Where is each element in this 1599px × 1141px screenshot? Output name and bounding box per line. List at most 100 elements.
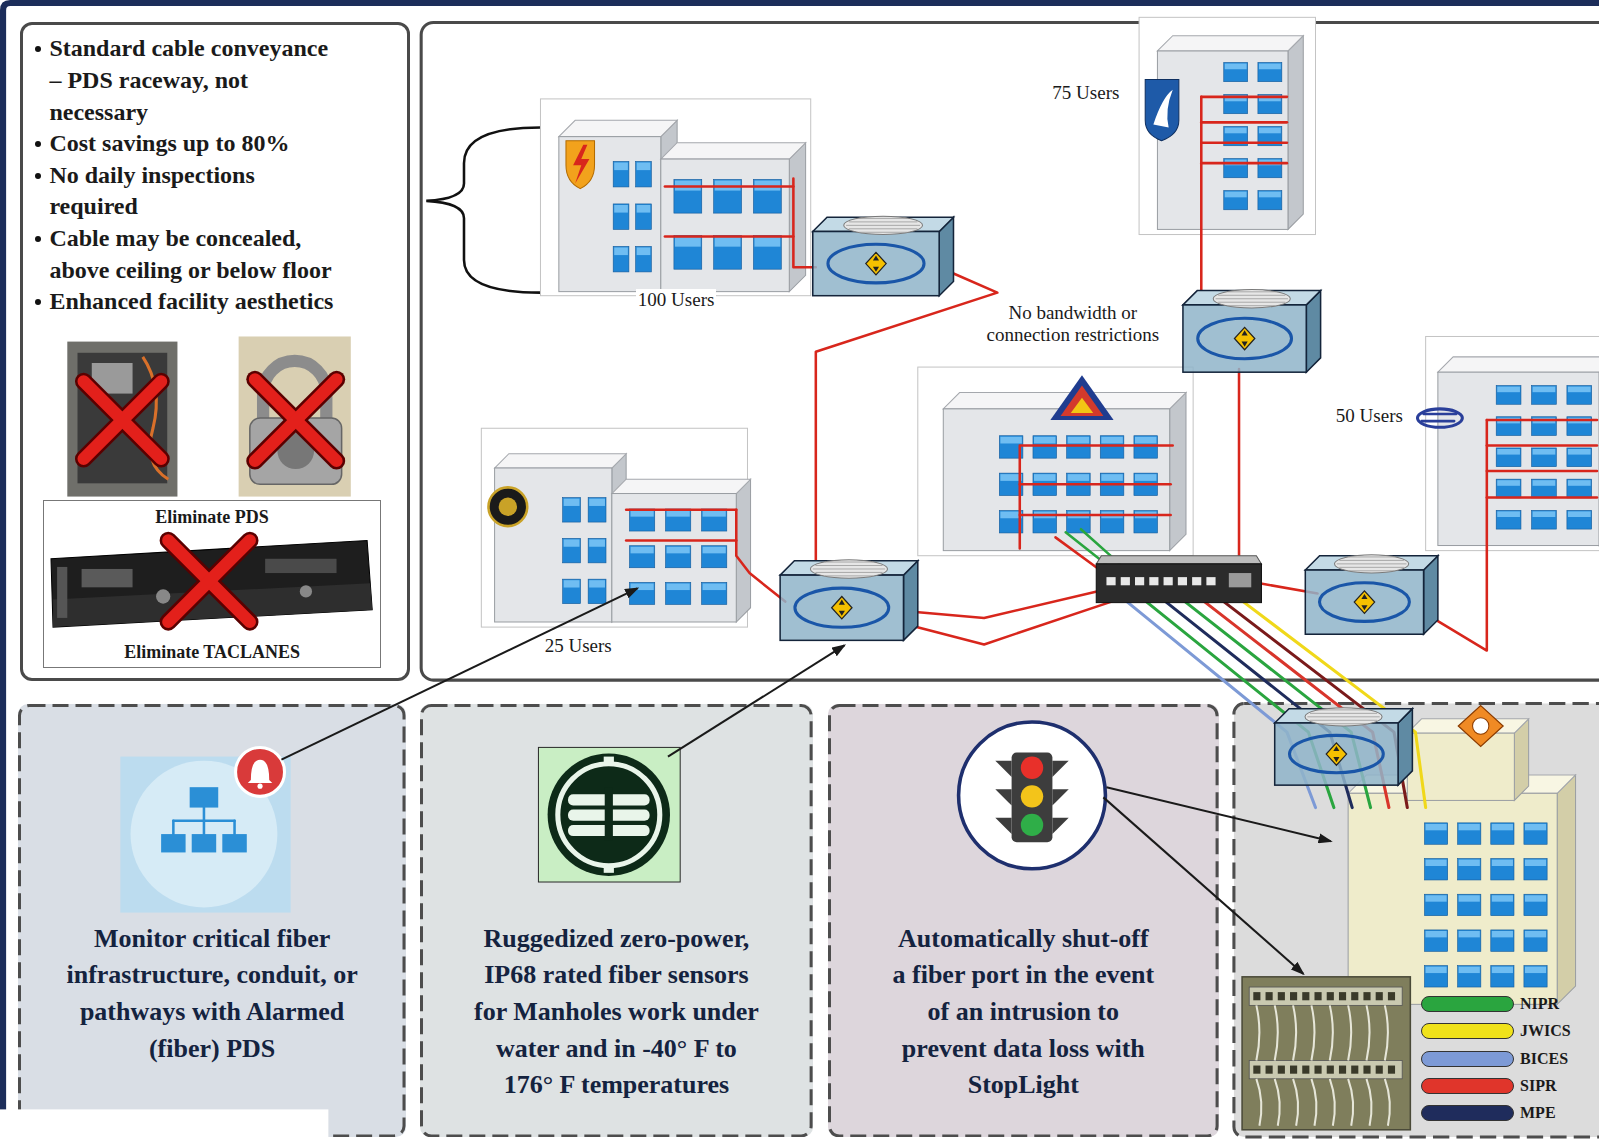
building	[540, 99, 810, 296]
patch-panel	[1376, 1066, 1383, 1074]
network-switch	[1106, 577, 1115, 585]
patch-panel	[1351, 992, 1358, 1000]
building	[563, 538, 581, 562]
taclane-photo	[265, 559, 336, 573]
manhole	[839, 600, 845, 605]
patch-panel	[1302, 1066, 1309, 1074]
building	[703, 583, 726, 590]
network-switch	[1149, 577, 1158, 585]
legend-label: SIPR	[1520, 1077, 1556, 1095]
device-photo	[84, 381, 162, 458]
patch-panel	[1278, 992, 1285, 1000]
building	[1524, 966, 1547, 987]
building	[1459, 931, 1480, 937]
leader-arrow	[668, 645, 844, 756]
fiber-wire	[1487, 444, 1597, 447]
manhole	[849, 221, 917, 222]
building	[1100, 436, 1124, 458]
building	[1568, 480, 1591, 486]
building	[1068, 474, 1090, 481]
fiber-wire	[626, 97, 1597, 651]
building	[630, 509, 655, 531]
padlock-photo	[255, 379, 337, 461]
feature-text: Ruggedized zero-power, IP68 rated fiber …	[469, 921, 764, 1105]
manhole	[1305, 708, 1382, 726]
building	[1426, 967, 1447, 973]
unit-logo	[488, 487, 527, 526]
text-area: Standard cable conveyance – PDS raceway,…	[49, 33, 341, 317]
building	[1491, 823, 1514, 844]
building	[1567, 386, 1592, 405]
user-count: 25 Users	[543, 635, 614, 657]
taclane-photo	[51, 540, 372, 627]
sensor-icon	[558, 764, 660, 866]
building	[1567, 479, 1592, 498]
stoplight-icon	[1012, 753, 1053, 843]
building	[667, 547, 690, 554]
fiber-wire	[1201, 162, 1287, 165]
building	[563, 579, 581, 603]
building	[1458, 930, 1481, 951]
building	[1157, 51, 1288, 229]
manhole	[1228, 305, 1275, 306]
building	[1496, 448, 1521, 467]
fiber-wire	[1201, 121, 1287, 124]
manhole	[832, 597, 852, 619]
manhole	[839, 611, 845, 616]
alarm-icon	[192, 834, 216, 852]
building	[1068, 437, 1090, 444]
manhole	[826, 562, 873, 563]
building	[1225, 192, 1247, 198]
building	[559, 137, 661, 292]
building	[1134, 436, 1158, 458]
manhole	[1213, 290, 1290, 308]
padlock-photo	[239, 336, 351, 496]
building	[1491, 894, 1514, 915]
manhole	[780, 560, 918, 641]
manhole	[813, 231, 939, 295]
building	[1568, 449, 1591, 455]
manhole	[859, 218, 907, 219]
feature-text: Monitor critical fiber infrastructure, c…	[57, 921, 367, 1068]
stoplight-icon	[1021, 785, 1043, 807]
manhole	[1326, 743, 1346, 765]
building	[1424, 966, 1447, 987]
patch-panel	[1266, 992, 1273, 1000]
building	[1497, 387, 1520, 393]
fiber-wire	[1201, 96, 1287, 99]
building	[495, 454, 627, 468]
building	[1524, 823, 1547, 844]
building	[636, 204, 652, 229]
manhole	[1361, 594, 1367, 599]
network-switch	[1096, 564, 1261, 603]
alarm-icon	[172, 821, 175, 834]
legend-swatch	[1421, 1078, 1515, 1094]
building	[736, 479, 750, 622]
manhole	[873, 255, 879, 260]
building	[714, 236, 742, 270]
manhole	[816, 565, 882, 566]
unit-logo	[566, 141, 595, 189]
sensor-icon	[538, 747, 680, 882]
stoplight-icon	[959, 722, 1106, 869]
building	[754, 237, 780, 247]
building	[1225, 64, 1247, 70]
alarm-icon	[203, 821, 206, 834]
network-panel	[421, 22, 1599, 680]
patch-panel	[1253, 992, 1260, 1000]
manhole	[1333, 746, 1339, 751]
building	[1533, 387, 1556, 393]
building	[1135, 474, 1157, 481]
building	[481, 428, 747, 627]
patch-panel	[1266, 1066, 1273, 1074]
building	[1459, 860, 1480, 866]
manhole	[1320, 583, 1410, 622]
building	[1492, 824, 1513, 830]
building	[1438, 357, 1599, 372]
eliminate-caption: Eliminate PDS	[155, 507, 269, 528]
manhole	[1275, 708, 1413, 785]
alarm-icon	[190, 787, 219, 807]
legend-label: NIPR	[1520, 995, 1559, 1013]
patch-panel	[1253, 1066, 1260, 1074]
unit-logo	[1417, 409, 1462, 427]
